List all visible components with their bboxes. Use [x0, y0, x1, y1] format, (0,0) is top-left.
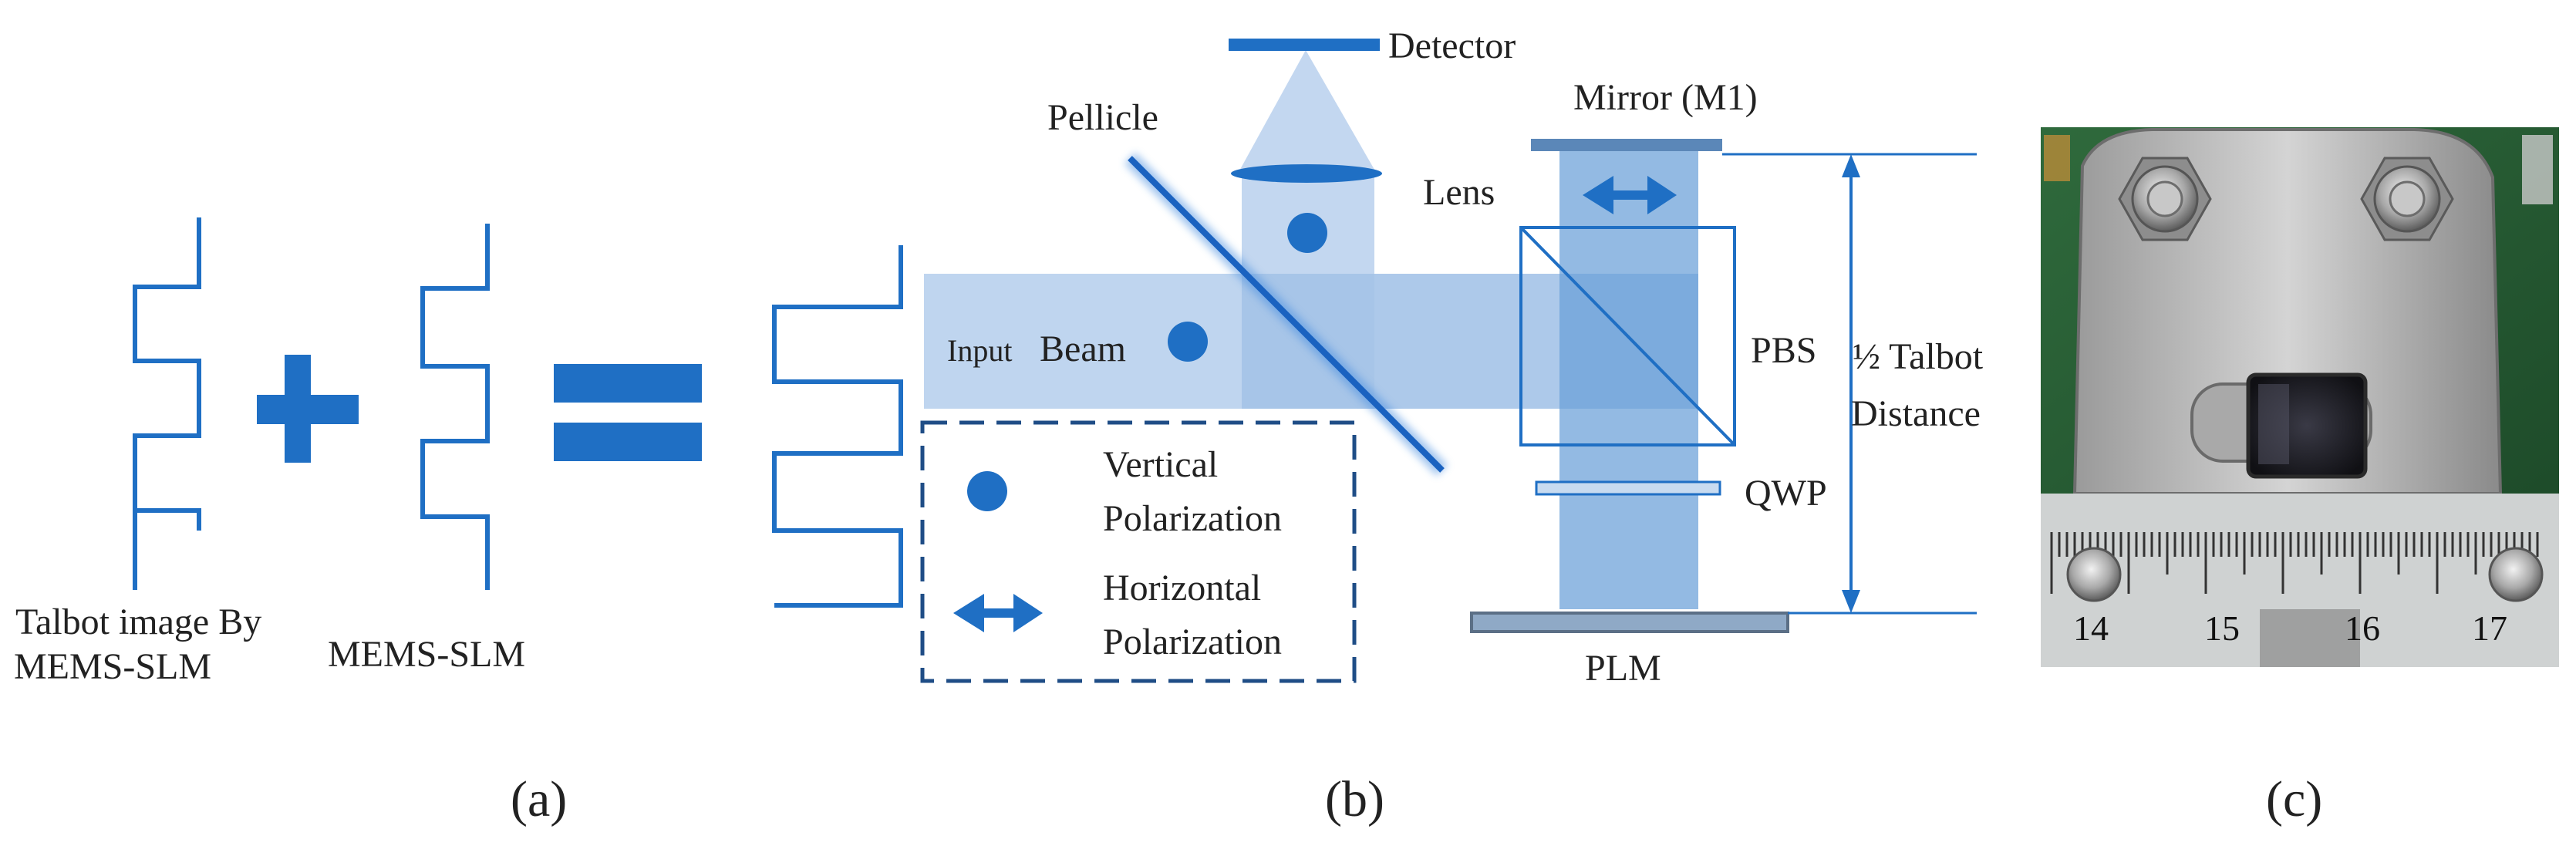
pellicle	[1128, 156, 1445, 473]
device-photo: 14 15 16 17	[2041, 127, 2559, 667]
ruler-label-14: 14	[2073, 608, 2109, 648]
mirror-m1	[1531, 139, 1722, 151]
mems-slm-grating-profile	[420, 224, 490, 590]
input-beam-vertical-polarization-icon	[1168, 322, 1208, 362]
panel-b: Detector Lens Pellicle Input Beam Mirror…	[772, 25, 1984, 827]
legend-horizontal-arrow-icon	[953, 594, 1043, 632]
legend-vertical-line1: Vertical	[1103, 444, 1218, 485]
talbot-image-grating-profile	[133, 217, 201, 531]
detector-light-cone	[1238, 50, 1377, 174]
caption-b: (b)	[1325, 771, 1384, 827]
talbot-dimension-arrowhead-top	[1842, 154, 1860, 177]
panel-c: 14 15 16 17 (c)	[2041, 127, 2559, 827]
vertical-polarization-dot-icon	[1287, 213, 1327, 253]
polarization-legend: Vertical Polarization Horizontal Polariz…	[920, 420, 1357, 683]
ruler-screw-left-icon	[2066, 547, 2122, 602]
ruler-label-15: 15	[2204, 608, 2240, 648]
talbot-distance-label-line1: ½ Talbot	[1853, 336, 1984, 377]
qwp-label: QWP	[1745, 473, 1827, 514]
detector	[1229, 39, 1380, 51]
qwp	[1535, 480, 1721, 496]
legend-vertical-line2: Polarization	[1103, 498, 1282, 539]
ruler-label-16: 16	[2345, 608, 2380, 648]
caption-c: (c)	[2266, 771, 2322, 827]
pbs-cube	[1519, 226, 1736, 446]
talbot-image-label-line1: Talbot image By	[15, 601, 261, 642]
panel-a: Talbot image By MEMS-SLM MEMS-SLM (a)	[14, 217, 702, 827]
pellicle-label: Pellicle	[1047, 97, 1158, 138]
detector-label: Detector	[1388, 25, 1516, 66]
mems-slm-label: MEMS-SLM	[328, 634, 525, 675]
talbot-image-label-line2: MEMS-SLM	[14, 646, 211, 687]
plm-label: PLM	[1585, 648, 1661, 689]
legend-horizontal-line2: Polarization	[1103, 622, 1282, 662]
beam-label: Beam	[1040, 329, 1126, 369]
lens-label: Lens	[1423, 172, 1495, 213]
input-label: Input	[947, 333, 1012, 368]
pbs-label: PBS	[1751, 330, 1816, 371]
pbs-diagonal	[1519, 226, 1736, 446]
legend-horizontal-line1: Horizontal	[1103, 568, 1261, 608]
vertical-beam-m1-plm	[1559, 150, 1698, 609]
talbot-distance-label-line2: Distance	[1851, 393, 1981, 434]
legend-vertical-dot-icon	[967, 471, 1007, 511]
talbot-dimension-arrowhead-bottom	[1842, 590, 1860, 613]
legend-box	[920, 420, 1357, 683]
lens	[1231, 164, 1382, 183]
ruler-screw-right-icon	[2488, 547, 2544, 602]
equals-sign	[554, 364, 702, 461]
horizontal-polarization-arrow-icon	[1583, 176, 1677, 214]
combined-grating-profile	[772, 245, 903, 608]
mirror-label: Mirror (M1)	[1573, 77, 1758, 118]
bolt-left-icon	[2118, 157, 2212, 241]
ruler-label-17: 17	[2472, 608, 2507, 648]
caption-a: (a)	[511, 771, 567, 827]
plus-sign	[257, 355, 359, 463]
bolt-right-icon	[2360, 157, 2454, 241]
plm	[1470, 612, 1789, 633]
